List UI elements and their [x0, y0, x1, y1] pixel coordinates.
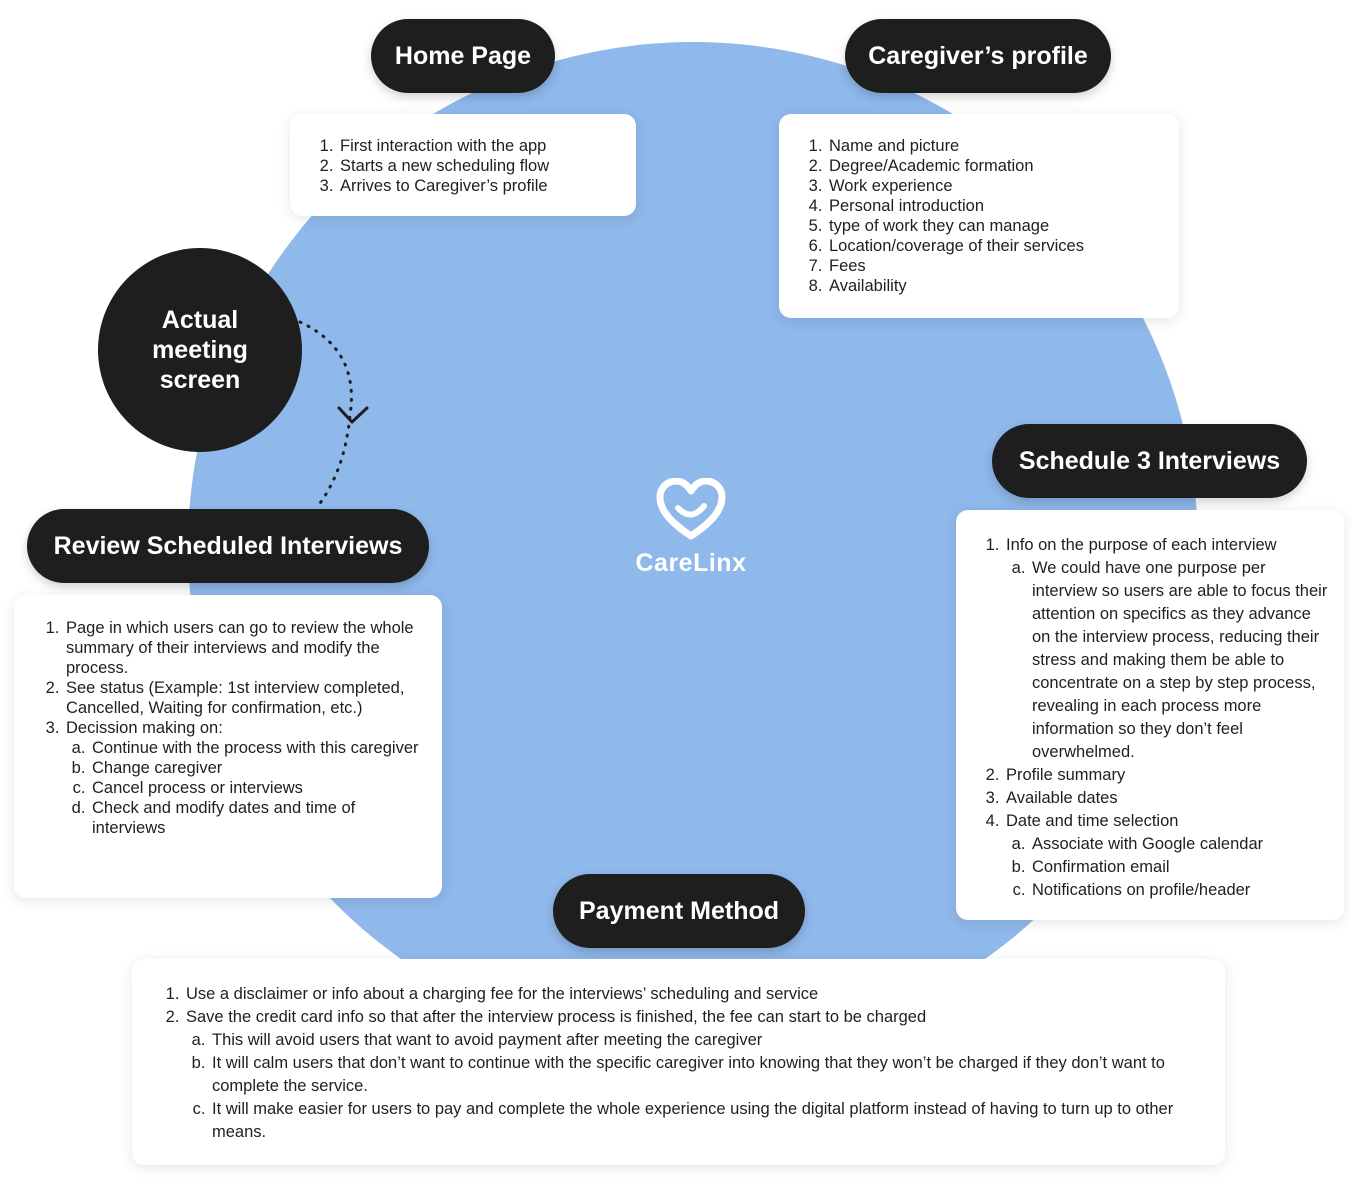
schedule-pill: Schedule 3 Interviews	[992, 424, 1307, 498]
sub-list-item: Continue with the process with this care…	[90, 738, 422, 758]
list-item: type of work they can manage	[827, 216, 1159, 236]
list-item-text: Page in which users can go to review the…	[66, 619, 414, 677]
list-item: Available dates	[1004, 787, 1328, 810]
list-item: Availability	[827, 276, 1159, 296]
list-item-text: Date and time selection	[1006, 812, 1179, 830]
list-item-text: Info on the purpose of each interview	[1006, 536, 1277, 554]
home-page-pill: Home Page	[371, 19, 555, 93]
caregiver-profile-title: Caregiver’s profile	[868, 41, 1088, 70]
list-item: Profile summary	[1004, 764, 1328, 787]
list-item: Fees	[827, 256, 1159, 276]
list-item: Degree/Academic formation	[827, 156, 1159, 176]
list-item-text: Profile summary	[1006, 766, 1126, 784]
list-item: Starts a new scheduling flow	[338, 156, 616, 176]
list-item: Date and time selection Associate with G…	[1004, 810, 1328, 902]
actual-meeting-circle: Actual meeting screen	[98, 248, 302, 452]
home-page-card: First interaction with the app Starts a …	[290, 114, 636, 216]
home-page-title: Home Page	[394, 41, 532, 70]
sub-list-item: It will make easier for users to pay and…	[210, 1098, 1205, 1144]
payment-title: Payment Method	[578, 896, 780, 925]
sub-list-item: This will avoid users that want to avoid…	[210, 1029, 1205, 1052]
payment-pill: Payment Method	[553, 874, 805, 948]
review-title: Review Scheduled Interviews	[53, 531, 403, 560]
list-item: Save the credit card info so that after …	[184, 1006, 1205, 1144]
schedule-list: Info on the purpose of each interview We…	[982, 534, 1328, 902]
list-item-text: See status (Example: 1st interview compl…	[66, 679, 405, 717]
list-item: Decission making on: Continue with the p…	[64, 718, 422, 838]
list-item-text: Save the credit card info so that after …	[186, 1008, 927, 1026]
heart-icon	[656, 477, 726, 540]
sub-list-item: It will calm users that don’t want to co…	[210, 1052, 1205, 1098]
review-card: Page in which users can go to review the…	[14, 595, 442, 898]
sub-list-item: We could have one purpose per interview …	[1030, 557, 1328, 764]
list-item: Use a disclaimer or info about a chargin…	[184, 983, 1205, 1006]
schedule-card: Info on the purpose of each interview We…	[956, 510, 1344, 920]
caregiver-profile-pill: Caregiver’s profile	[845, 19, 1111, 93]
list-item: Info on the purpose of each interview We…	[1004, 534, 1328, 764]
list-item: Work experience	[827, 176, 1159, 196]
caregiver-profile-card: Name and picture Degree/Academic formati…	[779, 114, 1179, 318]
caregiver-profile-list: Name and picture Degree/Academic formati…	[805, 136, 1159, 296]
list-item: Page in which users can go to review the…	[64, 618, 422, 678]
payment-card: Use a disclaimer or info about a chargin…	[132, 959, 1225, 1165]
carelinx-logo: CareLinx	[620, 477, 762, 578]
list-item: See status (Example: 1st interview compl…	[64, 678, 422, 718]
list-item: Name and picture	[827, 136, 1159, 156]
review-pill: Review Scheduled Interviews	[27, 509, 429, 583]
chevron-down-icon	[337, 406, 369, 424]
sub-list-item: Associate with Google calendar	[1030, 833, 1328, 856]
sub-list-item: Confirmation email	[1030, 856, 1328, 879]
sub-list-item: Notifications on profile/header	[1030, 879, 1328, 902]
actual-meeting-label: Actual meeting screen	[152, 306, 248, 394]
list-item: Arrives to Caregiver’s profile	[338, 176, 616, 196]
home-page-list: First interaction with the app Starts a …	[316, 136, 616, 196]
sub-list-item: Check and modify dates and time of inter…	[90, 798, 422, 838]
payment-list: Use a disclaimer or info about a chargin…	[162, 983, 1205, 1144]
list-item: Personal introduction	[827, 196, 1159, 216]
list-item-text: Available dates	[1006, 789, 1118, 807]
sub-list-item: Cancel process or interviews	[90, 778, 422, 798]
review-list: Page in which users can go to review the…	[42, 618, 422, 838]
list-item-text: Decission making on:	[66, 719, 223, 737]
list-item-text: Use a disclaimer or info about a chargin…	[186, 985, 819, 1003]
schedule-title: Schedule 3 Interviews	[1018, 446, 1281, 475]
sub-list-item: Change caregiver	[90, 758, 422, 778]
list-item: First interaction with the app	[338, 136, 616, 156]
logo-text: CareLinx	[635, 549, 747, 577]
list-item: Location/coverage of their services	[827, 236, 1159, 256]
